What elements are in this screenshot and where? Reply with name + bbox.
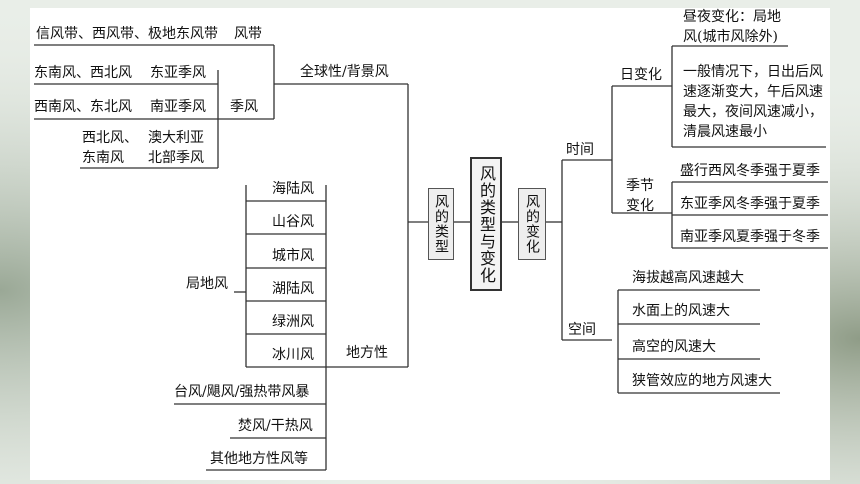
space-label: 空间 <box>568 322 596 338</box>
space-item-3: 高空的风速大 <box>632 339 716 355</box>
wind-belts-text: 信风带、西风带、极地东风带 <box>36 26 218 42</box>
local-wind-item-2: 山谷风 <box>272 214 314 230</box>
local-label: 地方性 <box>346 345 388 361</box>
monsoon-label: 季风 <box>230 99 258 115</box>
space-item-1: 海拔越高风速越大 <box>632 270 744 286</box>
local-wind-item-5: 绿洲风 <box>272 314 314 330</box>
local-wind-label: 局地风 <box>186 276 228 292</box>
local-wind-item-3: 城市风 <box>272 248 314 264</box>
wind-types-box: 风的类型 <box>428 188 454 260</box>
daily-note-2: 一般情况下，日出后风速逐渐变大，午后风速最大，夜间风速减小，清晨风速最小 <box>683 64 823 140</box>
daily-note-1: 昼夜变化：局地风(城市风除外) <box>683 9 781 45</box>
other-wind-2: 焚风/干热风 <box>238 418 313 434</box>
seasonal-item-3: 南亚季风夏季强于冬季 <box>680 229 820 245</box>
monsoon-row-1-name: 东亚季风 <box>150 65 206 81</box>
other-wind-1: 台风/飓风/强热带风暴 <box>174 384 310 400</box>
monsoon-row-1-dir: 东南风、西北风 <box>34 65 132 81</box>
seasonal-item-1: 盛行西风冬季强于夏季 <box>680 163 820 179</box>
monsoon-row-2-dir: 西南风、东北风 <box>34 99 132 115</box>
other-wind-3: 其他地方性风等 <box>210 451 308 467</box>
wind-belt-label: 风带 <box>234 26 262 42</box>
time-label: 时间 <box>566 142 594 158</box>
center-title-box: 风的类型与变化 <box>470 157 502 291</box>
seasonal-item-2: 东亚季风冬季强于夏季 <box>680 196 820 212</box>
daily-change-label: 日变化 <box>620 67 662 83</box>
local-wind-item-4: 湖陆风 <box>272 281 314 297</box>
local-wind-item-6: 冰川风 <box>272 347 314 363</box>
space-item-2: 水面上的风速大 <box>632 303 730 319</box>
global-wind-label: 全球性/背景风 <box>300 64 389 80</box>
space-item-4: 狭管效应的地方风速大 <box>632 373 772 389</box>
monsoon-row-3-name: 澳大利亚北部季风 <box>148 130 204 166</box>
local-wind-item-1: 海陆风 <box>272 181 314 197</box>
monsoon-row-2-name: 南亚季风 <box>150 99 206 115</box>
seasonal-change-label: 季节变化 <box>626 178 654 214</box>
monsoon-row-3-dir: 西北风、东南风 <box>82 130 138 166</box>
wind-change-box: 风的变化 <box>518 188 546 260</box>
